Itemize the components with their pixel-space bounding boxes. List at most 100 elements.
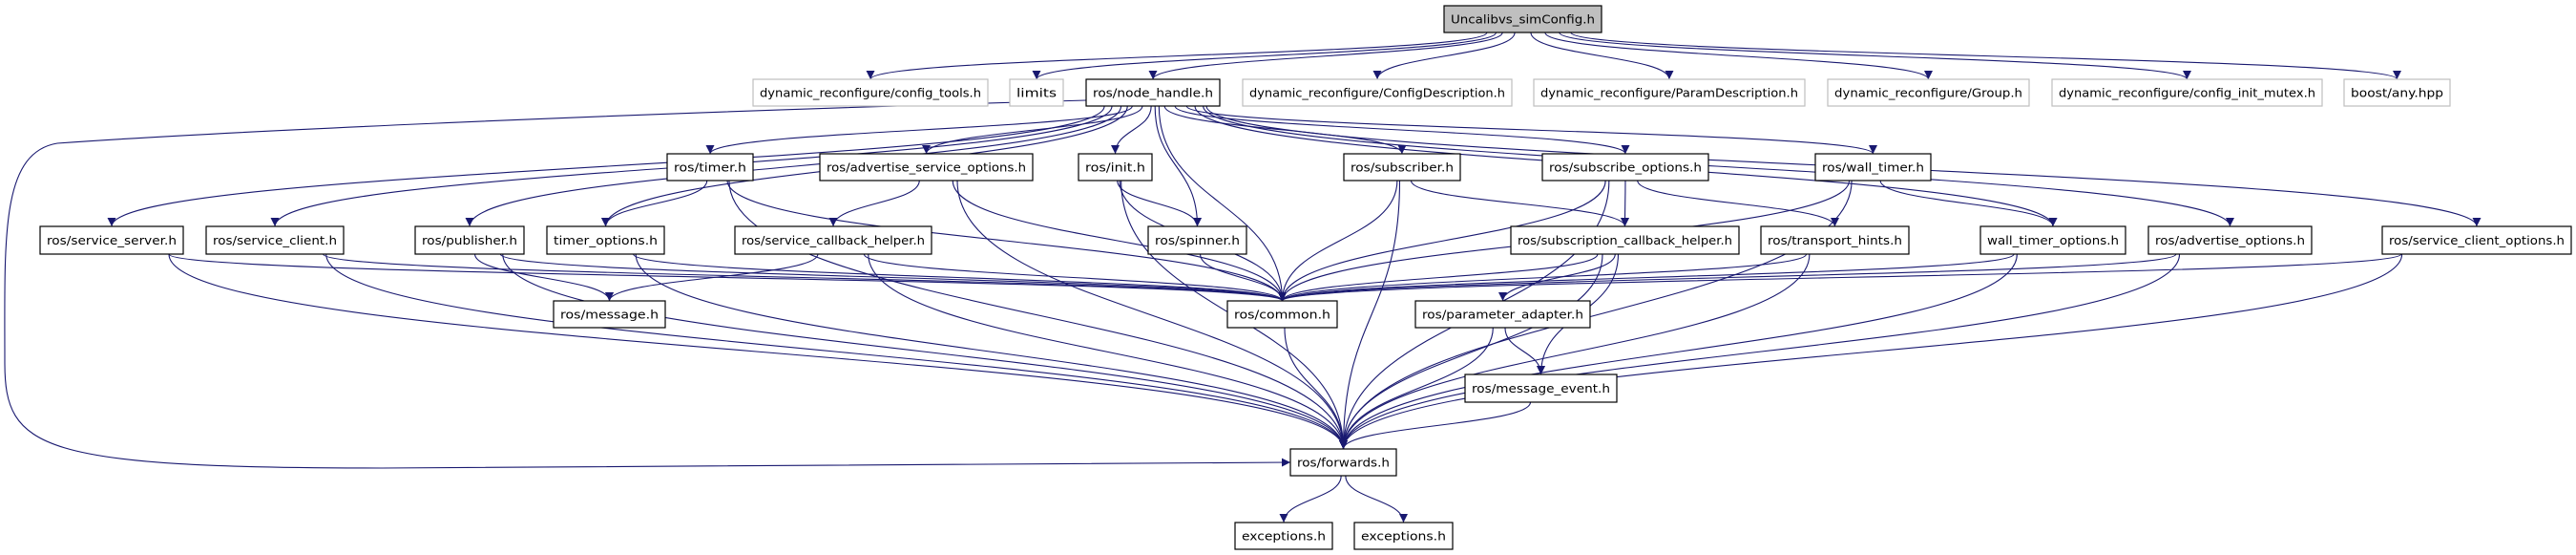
node-adv-srv-opts[interactable]: ros/advertise_service_options.h bbox=[819, 153, 1034, 181]
node-box bbox=[1343, 153, 1461, 181]
node-sub-opts[interactable]: ros/subscribe_options.h bbox=[1541, 153, 1709, 181]
edge-adv_opts-to-forwards bbox=[1339, 253, 2181, 450]
node-init-mutex[interactable]: dynamic_reconfigure/config_init_mutex.h bbox=[2051, 78, 2323, 107]
node-label: Uncalibvs_simConfig.h bbox=[1451, 13, 1595, 27]
node-box bbox=[1226, 300, 1338, 329]
edge-subscriber-to-common bbox=[1278, 180, 1398, 302]
edge-param_adapter-to-forwards bbox=[1339, 327, 1494, 450]
edge-node_handle-to-publisher bbox=[465, 105, 1122, 227]
node-box bbox=[414, 225, 525, 255]
node-label: ros/subscriber.h bbox=[1351, 161, 1454, 175]
node-transport-hints[interactable]: ros/transport_hints.h bbox=[1760, 225, 1910, 255]
node-box bbox=[2147, 225, 2313, 255]
node-timer-opts[interactable]: timer_options.h bbox=[546, 225, 665, 255]
node-box bbox=[1443, 5, 1602, 33]
edge-transport_hints-to-forwards bbox=[1339, 253, 1811, 450]
edge-param_adapter-to-message_event bbox=[1504, 327, 1545, 375]
node-message-event[interactable]: ros/message_event.h bbox=[1464, 374, 1618, 403]
edge-root-to-node_handle bbox=[1148, 32, 1503, 80]
node-wall-timer[interactable]: ros/wall_timer.h bbox=[1814, 153, 1932, 181]
node-label: dynamic_reconfigure/config_init_mutex.h bbox=[2059, 87, 2315, 100]
node-label: ros/service_client_options.h bbox=[2389, 234, 2565, 247]
node-subscriber[interactable]: ros/subscriber.h bbox=[1343, 153, 1461, 181]
edge-srv_cb_helper-to-common bbox=[863, 253, 1287, 302]
node-node-handle[interactable]: ros/node_handle.h bbox=[1085, 78, 1221, 107]
node-common[interactable]: ros/common.h bbox=[1226, 300, 1338, 329]
node-srv-server[interactable]: ros/service_server.h bbox=[39, 225, 184, 255]
node-label: dynamic_reconfigure/config_tools.h bbox=[760, 87, 981, 100]
node-box bbox=[1009, 78, 1064, 107]
node-param-adapter[interactable]: ros/parameter_adapter.h bbox=[1414, 300, 1591, 329]
edge-publisher-to-forwards bbox=[502, 253, 1348, 450]
edge-node_handle-to-common bbox=[1158, 105, 1287, 302]
node-forwards[interactable]: ros/forwards.h bbox=[1289, 448, 1397, 477]
node-message[interactable]: ros/message.h bbox=[553, 300, 666, 329]
edge-node_handle-to-adv_srv_opts bbox=[922, 105, 1143, 155]
node-exceptions1[interactable]: exceptions.h bbox=[1234, 522, 1333, 550]
node-box bbox=[546, 225, 665, 255]
node-label: ros/spinner.h bbox=[1155, 234, 1240, 247]
node-label: ros/service_callback_helper.h bbox=[742, 234, 925, 247]
edge-root-to-group bbox=[1544, 32, 1933, 80]
edge-forwards-to-exceptions1 bbox=[1279, 475, 1342, 523]
edge-node_handle-to-subscriber bbox=[1163, 105, 1407, 155]
node-box bbox=[1414, 300, 1591, 329]
node-timer[interactable]: ros/timer.h bbox=[666, 153, 754, 181]
node-box bbox=[1085, 78, 1221, 107]
edge-root-to-limits bbox=[1032, 32, 1497, 80]
edge-sub_cb_helper-to-param_adapter bbox=[1498, 253, 1616, 302]
node-label: wall_timer_options.h bbox=[1987, 234, 2119, 247]
node-box bbox=[819, 153, 1034, 181]
edge-srv_cb_helper-to-message bbox=[605, 253, 819, 302]
edge-sub_opts-to-common bbox=[1278, 180, 1606, 302]
node-param-desc[interactable]: dynamic_reconfigure/ParamDescription.h bbox=[1533, 78, 1806, 107]
node-box bbox=[734, 225, 932, 255]
edge-srv_server-to-forwards bbox=[168, 253, 1348, 450]
edge-publisher-to-message bbox=[474, 253, 614, 302]
edge-common-to-forwards bbox=[1284, 327, 1348, 450]
node-label: ros/service_server.h bbox=[47, 234, 177, 247]
node-label: ros/common.h bbox=[1234, 309, 1330, 322]
node-group[interactable]: dynamic_reconfigure/Group.h bbox=[1827, 78, 2030, 107]
node-box bbox=[1760, 225, 1910, 255]
node-wall-timer-opts[interactable]: wall_timer_options.h bbox=[1979, 225, 2126, 255]
node-box bbox=[752, 78, 989, 107]
edge-node_handle-to-wall_timer bbox=[1185, 105, 1877, 155]
node-srv-client-opts[interactable]: ros/service_client_options.h bbox=[2381, 225, 2572, 255]
node-label: ros/init.h bbox=[1085, 161, 1145, 175]
edge-srv_client_opts-to-common bbox=[1278, 253, 2402, 302]
node-box bbox=[39, 225, 184, 255]
node-box bbox=[1234, 522, 1333, 550]
node-boost-any[interactable]: boost/any.hpp bbox=[2343, 78, 2451, 107]
node-srv-cb-helper[interactable]: ros/service_callback_helper.h bbox=[734, 225, 932, 255]
edge-subscriber-to-sub_cb_helper bbox=[1410, 180, 1629, 227]
node-srv-client[interactable]: ros/service_client.h bbox=[205, 225, 345, 255]
node-label: ros/node_handle.h bbox=[1093, 87, 1213, 100]
node-box bbox=[2343, 78, 2451, 107]
node-label: ros/subscription_callback_helper.h bbox=[1518, 234, 1732, 247]
node-label: limits bbox=[1016, 87, 1057, 100]
node-box bbox=[1827, 78, 2030, 107]
node-label: ros/parameter_adapter.h bbox=[1422, 309, 1583, 322]
node-label: boost/any.hpp bbox=[2351, 87, 2443, 100]
edge-srv_cb_helper-to-forwards bbox=[868, 253, 1348, 450]
node-sub-cb-helper[interactable]: ros/subscription_callback_helper.h bbox=[1510, 225, 1740, 255]
node-spinner[interactable]: ros/spinner.h bbox=[1147, 225, 1247, 255]
node-limits[interactable]: limits bbox=[1009, 78, 1064, 107]
edge-root-to-boost_any bbox=[1570, 32, 2401, 80]
node-adv-opts[interactable]: ros/advertise_options.h bbox=[2147, 225, 2313, 255]
node-exceptions2[interactable]: exceptions.h bbox=[1353, 522, 1454, 550]
node-publisher[interactable]: ros/publisher.h bbox=[414, 225, 525, 255]
node-config-desc[interactable]: dynamic_reconfigure/ConfigDescription.h bbox=[1242, 78, 1513, 107]
edge-sub_cb_helper-to-common bbox=[1278, 253, 1599, 302]
node-label: ros/advertise_service_options.h bbox=[827, 161, 1026, 175]
node-init[interactable]: ros/init.h bbox=[1078, 153, 1153, 181]
node-root[interactable]: Uncalibvs_simConfig.h bbox=[1443, 5, 1602, 33]
node-label: ros/subscribe_options.h bbox=[1549, 161, 1702, 175]
node-label: ros/service_client.h bbox=[213, 234, 337, 247]
node-box bbox=[1289, 448, 1397, 477]
node-config-tools[interactable]: dynamic_reconfigure/config_tools.h bbox=[752, 78, 989, 107]
edge-adv_srv_opts-to-srv_cb_helper bbox=[828, 180, 920, 227]
node-box bbox=[1979, 225, 2126, 255]
